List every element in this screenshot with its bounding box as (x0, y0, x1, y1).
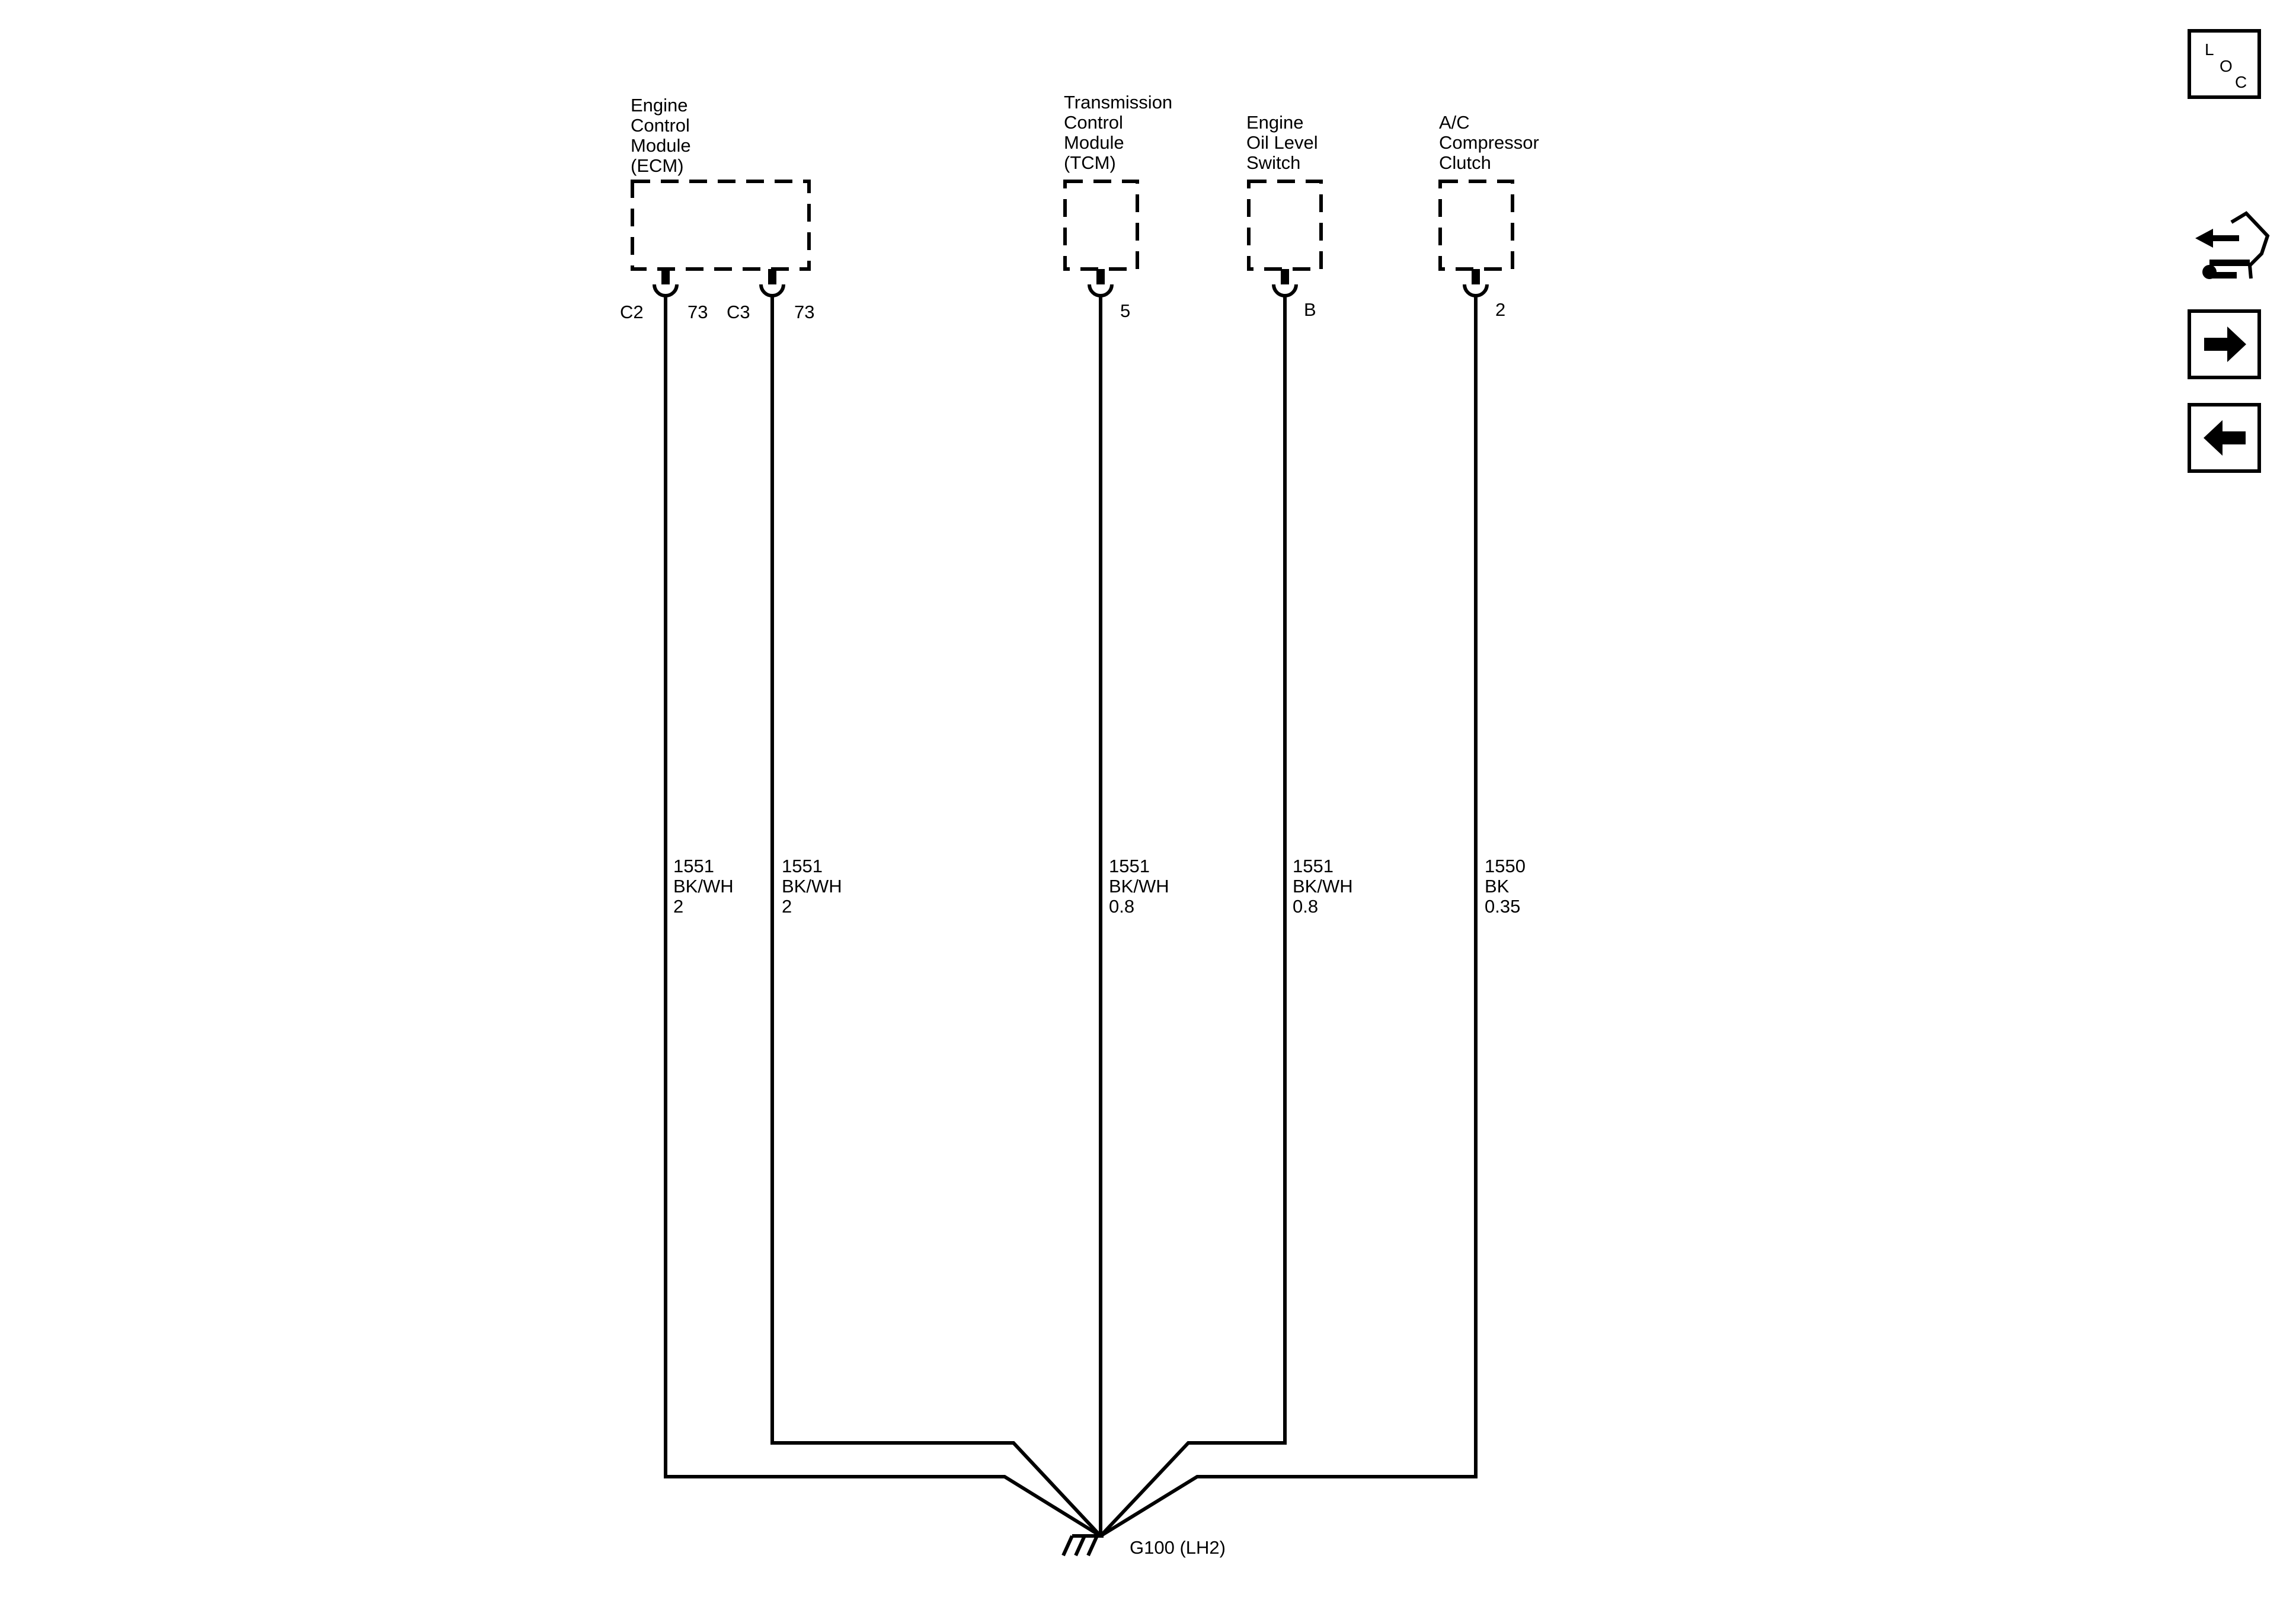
svg-text:A/C: A/C (1439, 112, 1470, 133)
wire-ecm-c3[interactable] (770, 296, 1102, 1538)
oil-switch-label: Engine Oil Level Switch (1246, 112, 1318, 173)
wire-label-tcm: 1551 BK/WH 0.8 (1109, 856, 1169, 917)
svg-text:BK: BK (1485, 876, 1510, 897)
previous-page-arrow-icon[interactable] (2188, 403, 2261, 473)
svg-text:Module: Module (1064, 132, 1124, 153)
svg-text:1550: 1550 (1485, 856, 1526, 876)
svg-text:1551: 1551 (1293, 856, 1334, 876)
ground-symbol-icon[interactable] (1061, 1534, 1104, 1557)
connector-terminal-oil-switch (1272, 269, 1298, 297)
ecm-connector-c3-label: C3 (727, 302, 750, 322)
svg-text:L: L (2205, 40, 2214, 59)
svg-text:1551: 1551 (673, 856, 714, 876)
svg-text:2: 2 (782, 896, 792, 917)
svg-text:0.8: 0.8 (1293, 896, 1318, 917)
svg-text:Engine: Engine (631, 95, 688, 116)
svg-text:O: O (2220, 57, 2233, 75)
tcm-label: Transmission Control Module (TCM) (1064, 92, 1172, 173)
svg-text:1551: 1551 (782, 856, 823, 876)
svg-text:0.8: 0.8 (1109, 896, 1134, 917)
wire-label-ecm-c3: 1551 BK/WH 2 (782, 856, 842, 917)
svg-text:Clutch: Clutch (1439, 152, 1491, 173)
wire-oil-switch[interactable] (1099, 296, 1287, 1538)
svg-text:Module: Module (631, 135, 691, 156)
svg-text:BK/WH: BK/WH (1109, 876, 1169, 897)
svg-text:Transmission: Transmission (1064, 92, 1172, 113)
wire-label-ecm-c2: 1551 BK/WH 2 (673, 856, 734, 917)
svg-text:(TCM): (TCM) (1064, 152, 1116, 173)
svg-text:Control: Control (631, 115, 690, 136)
svg-text:C: C (2235, 73, 2247, 91)
ecm-label: Engine Control Module (ECM) (631, 95, 691, 176)
ac-clutch-label: A/C Compressor Clutch (1439, 112, 1539, 173)
ac-clutch-component-box[interactable] (1438, 180, 1514, 271)
svg-text:Oil Level: Oil Level (1246, 132, 1318, 153)
wire-label-ac-clutch: 1550 BK 0.35 (1485, 856, 1526, 917)
tcm-component-box[interactable] (1063, 180, 1139, 271)
wire-ac-clutch[interactable] (1099, 296, 1478, 1538)
ground-label: G100 (LH2) (1130, 1537, 1226, 1558)
ecm-c3-pin-label: 73 (794, 302, 814, 322)
connector-terminal-ac-clutch (1463, 269, 1489, 297)
svg-text:BK/WH: BK/WH (673, 876, 734, 897)
svg-text:2: 2 (673, 896, 683, 917)
tcm-pin-label: 5 (1120, 300, 1130, 321)
connector-terminal-tcm (1088, 269, 1114, 297)
svg-text:Switch: Switch (1246, 152, 1300, 173)
svg-text:Control: Control (1064, 112, 1123, 133)
connector-terminal-ecm-c3 (759, 269, 785, 297)
service-tool-icon[interactable] (2195, 211, 2270, 279)
component-location-icon[interactable]: L O C (2188, 29, 2261, 99)
svg-text:Engine: Engine (1246, 112, 1304, 133)
ecm-component-box[interactable] (631, 180, 811, 271)
svg-text:(ECM): (ECM) (631, 155, 684, 176)
oil-switch-pin-label: B (1304, 299, 1316, 320)
svg-text:BK/WH: BK/WH (782, 876, 842, 897)
ecm-connector-c2-label: C2 (620, 302, 644, 322)
next-page-arrow-icon[interactable] (2188, 309, 2261, 379)
oil-switch-component-box[interactable] (1247, 180, 1323, 271)
connector-terminal-ecm-c2 (653, 269, 679, 297)
svg-text:1551: 1551 (1109, 856, 1150, 876)
svg-text:Compressor: Compressor (1439, 132, 1539, 153)
ac-clutch-pin-label: 2 (1495, 299, 1505, 320)
wire-ecm-c2[interactable] (664, 296, 1102, 1538)
ecm-c2-pin-label: 73 (687, 302, 708, 322)
wire-label-oil-switch: 1551 BK/WH 0.8 (1293, 856, 1353, 917)
svg-text:BK/WH: BK/WH (1293, 876, 1353, 897)
svg-text:0.35: 0.35 (1485, 896, 1520, 917)
